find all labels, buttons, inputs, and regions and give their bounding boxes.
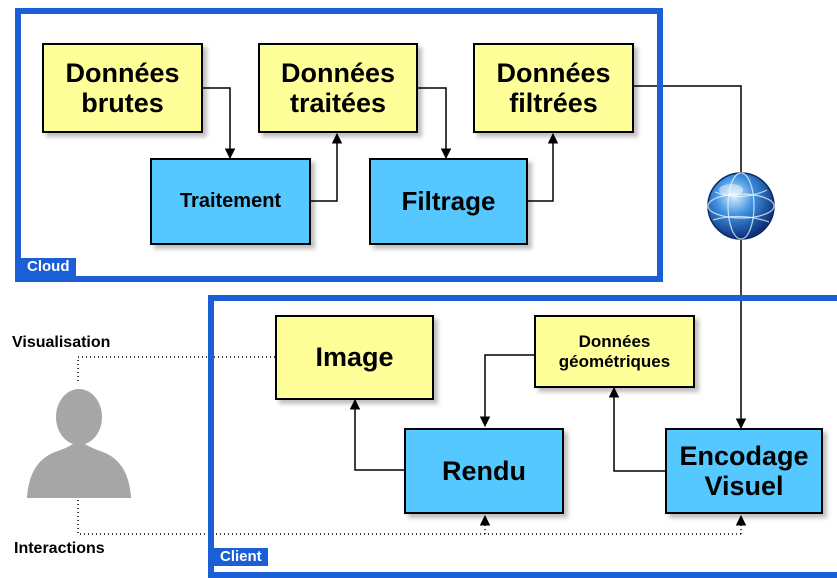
arrow-filtered-to-network bbox=[634, 85, 742, 185]
arrow-encoding-to-geometric bbox=[608, 386, 665, 472]
processing-node: Traitement bbox=[150, 158, 311, 245]
rendering-node: Rendu bbox=[404, 428, 564, 514]
globe-network-icon bbox=[703, 168, 779, 244]
image-node: Image bbox=[275, 315, 434, 400]
visualization-label: Visualisation bbox=[12, 334, 111, 351]
dotted-user-interactions bbox=[77, 500, 741, 535]
processed-data-node: Données traitées bbox=[258, 43, 418, 133]
client-group-label: Client bbox=[214, 548, 268, 566]
arrow-filtering-to-filtered bbox=[528, 132, 559, 202]
interactions-label: Interactions bbox=[14, 540, 105, 557]
cloud-group bbox=[15, 8, 663, 282]
arrow-processed-to-filtering bbox=[418, 87, 452, 160]
filtering-node: Filtrage bbox=[369, 158, 528, 245]
user-silhouette-icon bbox=[25, 384, 133, 500]
geometric-data-node: Données géométriques bbox=[534, 315, 695, 388]
dotted-image-to-user bbox=[77, 356, 275, 384]
raw-data-node: Données brutes bbox=[42, 43, 203, 133]
visual-encoding-node: Encodage Visuel bbox=[665, 428, 823, 514]
arrow-raw-to-processing bbox=[203, 87, 236, 160]
arrow-processing-to-processed bbox=[311, 132, 343, 202]
cloud-group-label: Cloud bbox=[21, 258, 76, 276]
filtered-data-node: Données filtrées bbox=[473, 43, 634, 133]
arrow-rendering-to-image bbox=[349, 398, 404, 471]
arrow-geometric-to-rendering bbox=[479, 354, 534, 428]
